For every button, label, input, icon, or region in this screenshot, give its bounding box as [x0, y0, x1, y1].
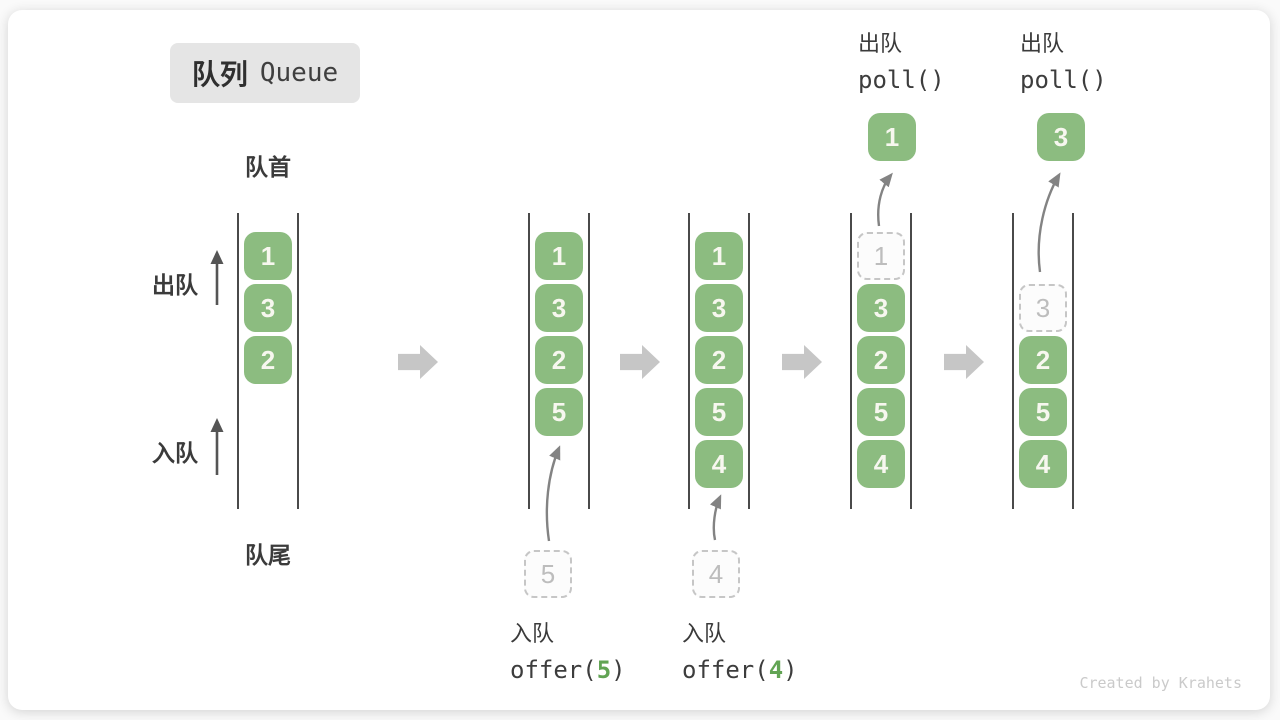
- queue-cell: 2: [1019, 336, 1067, 384]
- queue-cell: 5: [695, 388, 743, 436]
- queue-cell: 2: [695, 336, 743, 384]
- dequeued-item-cell: 3: [1037, 113, 1085, 161]
- queue-cell: 1: [695, 232, 743, 280]
- queue-cell: 3: [857, 284, 905, 332]
- op-code-offer-4: offer(4): [682, 656, 798, 684]
- title-en: Queue: [259, 58, 339, 88]
- label-queue-rear: 队尾: [245, 542, 291, 568]
- label-enqueue-side: 入队: [152, 440, 198, 466]
- label-queue-front: 队首: [245, 154, 291, 180]
- queue-cell-dashed: 1: [857, 232, 905, 280]
- op-enqueue-offer-5: 入队 offer(5): [510, 620, 626, 684]
- queue-cell: 3: [244, 284, 292, 332]
- op-code-poll: poll(): [1020, 66, 1107, 94]
- queue-cell: 1: [244, 232, 292, 280]
- dequeued-item-cell: 1: [868, 113, 916, 161]
- queue-cell: 2: [535, 336, 583, 384]
- watermark-text: Created by Krahets: [1079, 674, 1242, 692]
- queue-cell: 2: [244, 336, 292, 384]
- op-enqueue-offer-4: 入队 offer(4): [682, 620, 798, 684]
- queue-cell: 5: [535, 388, 583, 436]
- title-zh: 队列: [191, 59, 248, 90]
- queue-cell: 2: [857, 336, 905, 384]
- queue-cell-dashed: 3: [1019, 284, 1067, 332]
- op-enqueue-label: 入队: [510, 621, 555, 646]
- op-dequeue-label: 出队: [1020, 31, 1065, 56]
- op-code-offer-5: offer(5): [510, 656, 626, 684]
- incoming-item-cell: 4: [692, 550, 740, 598]
- op-dequeue-poll-1: 出队 poll(): [858, 30, 945, 94]
- label-dequeue-side: 出队: [152, 272, 198, 298]
- op-enqueue-label: 入队: [682, 621, 727, 646]
- queue-cell: 4: [1019, 440, 1067, 488]
- incoming-item-cell: 5: [524, 550, 572, 598]
- queue-cell: 5: [857, 388, 905, 436]
- queue-cell: 3: [695, 284, 743, 332]
- queue-cell: 3: [535, 284, 583, 332]
- op-code-poll: poll(): [858, 66, 945, 94]
- queue-cell: 1: [535, 232, 583, 280]
- op-dequeue-poll-3: 出队 poll(): [1020, 30, 1107, 94]
- op-dequeue-label: 出队: [858, 31, 903, 56]
- title-badge: 队列 Queue: [170, 43, 360, 103]
- queue-cell: 4: [695, 440, 743, 488]
- queue-cell: 4: [857, 440, 905, 488]
- queue-cell: 5: [1019, 388, 1067, 436]
